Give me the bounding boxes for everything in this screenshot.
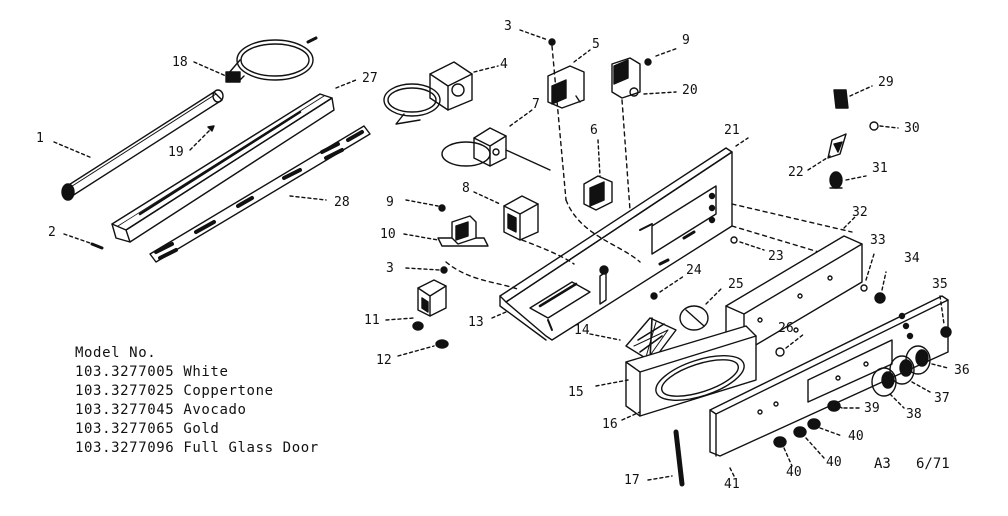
part-label-7: 7 xyxy=(532,97,540,112)
transformer-part xyxy=(503,195,539,241)
part-label-40-a: 40 xyxy=(848,429,864,444)
model-line: 103.3277045 Avocado xyxy=(75,402,247,418)
lamp-31-part xyxy=(829,171,843,189)
part-label-29: 29 xyxy=(878,75,894,90)
part-label-28: 28 xyxy=(334,195,350,210)
switch-box-part xyxy=(583,175,613,211)
part-label-3-top: 3 xyxy=(504,19,512,34)
part-label-9-left: 9 xyxy=(386,195,394,210)
part-label-12: 12 xyxy=(376,353,392,368)
model-heading: Model No. xyxy=(75,345,157,361)
diagram-code: A3 xyxy=(874,456,891,472)
tube-element-part xyxy=(61,89,224,201)
part-label-1: 1 xyxy=(36,131,44,146)
switch-bracket-part xyxy=(547,65,585,109)
relay-part xyxy=(611,57,641,99)
part-label-20: 20 xyxy=(682,83,698,98)
part-label-39: 39 xyxy=(864,401,880,416)
knob-37 xyxy=(889,355,915,385)
part-label-25: 25 xyxy=(728,277,744,292)
lamp-socket-part xyxy=(827,133,847,159)
part-label-11: 11 xyxy=(364,313,380,328)
junction-box-part xyxy=(412,279,447,331)
timer-part xyxy=(441,127,551,171)
channel-part xyxy=(111,93,335,243)
part-label-19: 19 xyxy=(168,145,184,160)
knob-36 xyxy=(905,345,931,375)
part-label-33: 33 xyxy=(870,233,886,248)
model-line: 103.3277096 Full Glass Door xyxy=(75,440,319,456)
part-label-2: 2 xyxy=(48,225,56,240)
part-label-5: 5 xyxy=(592,37,600,52)
front-control-panel-part xyxy=(709,295,949,457)
part-label-38: 38 xyxy=(906,407,922,422)
part-label-8: 8 xyxy=(462,181,470,196)
part-label-13: 13 xyxy=(468,315,484,330)
part-label-24: 24 xyxy=(686,263,702,278)
mounting-bracket-part xyxy=(437,215,489,247)
model-line: 103.3277025 Coppertone xyxy=(75,383,274,399)
part-label-6: 6 xyxy=(590,123,598,138)
part-label-21: 21 xyxy=(724,123,740,138)
part-label-16: 16 xyxy=(602,417,618,432)
motor-part xyxy=(383,61,473,125)
bracket-29-part xyxy=(833,89,849,109)
knob-38 xyxy=(871,367,897,397)
part-label-4: 4 xyxy=(500,57,508,72)
part-label-23: 23 xyxy=(768,249,784,264)
part-label-34: 34 xyxy=(904,251,920,266)
model-line: 103.3277065 Gold xyxy=(75,421,220,437)
wire-coil-part xyxy=(225,36,318,83)
model-line: 103.3277005 White xyxy=(75,364,229,380)
part-label-32: 32 xyxy=(852,205,868,220)
part-label-18: 18 xyxy=(172,55,188,70)
part-label-35: 35 xyxy=(932,277,948,292)
control-panel-frame-part xyxy=(499,147,733,341)
push-buttons xyxy=(773,400,843,448)
part-label-36: 36 xyxy=(954,363,970,378)
part-label-3-lower: 3 xyxy=(386,261,394,276)
trim-strip-part xyxy=(149,125,371,263)
part-label-15: 15 xyxy=(568,385,584,400)
part-label-17: 17 xyxy=(624,473,640,488)
model-number-list: Model No. 103.3277005 White 103.3277025 … xyxy=(75,344,319,458)
part-label-26: 26 xyxy=(778,321,794,336)
part-label-31: 31 xyxy=(872,161,888,176)
part-label-14: 14 xyxy=(574,323,590,338)
part-label-41: 41 xyxy=(724,477,740,492)
oven-window-panel-part xyxy=(625,325,757,417)
part-label-40-b: 40 xyxy=(826,455,842,470)
part-label-22: 22 xyxy=(788,165,804,180)
part-label-37: 37 xyxy=(934,391,950,406)
part-label-10: 10 xyxy=(380,227,396,242)
part-label-30: 30 xyxy=(904,121,920,136)
part-label-27: 27 xyxy=(362,71,378,86)
part-label-9-top: 9 xyxy=(682,33,690,48)
part-label-40-c: 40 xyxy=(786,465,802,480)
diagram-date: 6/71 xyxy=(916,456,950,472)
